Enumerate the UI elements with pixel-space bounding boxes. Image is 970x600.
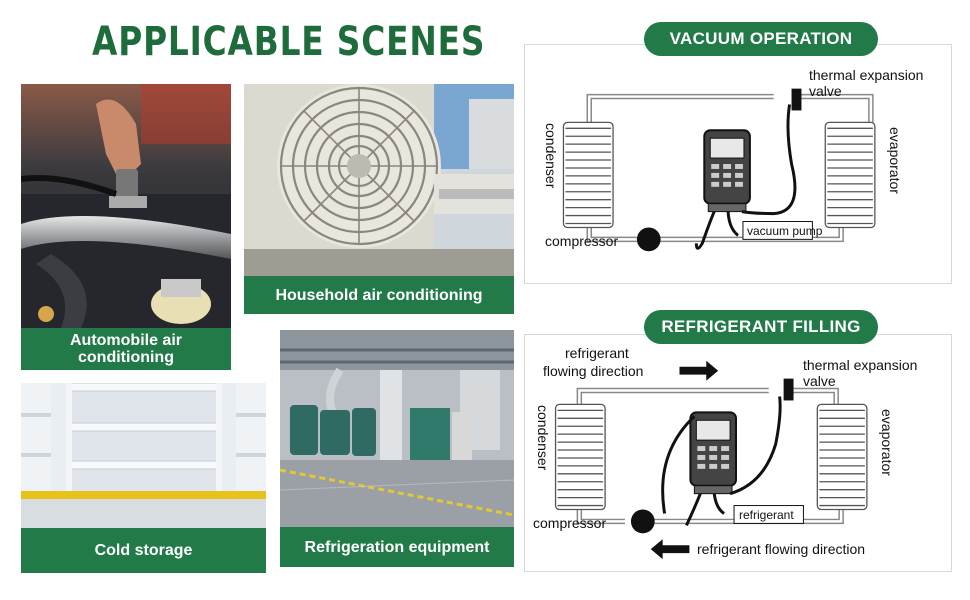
caption-automobile-line1: Automobile air [69,332,182,349]
vac-line-top-left [586,93,774,123]
caption-refrigeration: Refrigeration equipment [280,527,514,567]
vac-condenser-coil [562,121,614,229]
vac-line-bottom-right [659,227,844,243]
vac-line-bottom-left [586,227,637,243]
refrigerant-filling-title: REFRIGERANT FILLING [644,310,878,344]
vac-evaporator-coil [824,121,876,229]
fill-refrigerant-box [733,505,804,524]
fill-condenser-coil [554,403,606,511]
vac-gauge-device [703,129,751,213]
page-title: APPLICABLE SCENES [92,19,486,65]
caption-cold-storage: Cold storage [21,528,266,573]
vac-line-top-right [791,93,874,123]
caption-automobile-line2: conditioning [78,349,174,366]
vacuum-operation-panel: condenser evaporator thermal expansion v… [524,44,952,284]
fill-label-valve-1: thermal expansion [803,357,918,373]
fill-label-flow-2: flowing direction [543,363,644,379]
fill-hose-mid [712,493,725,515]
fill-label-refrigerant: refrigerant [739,508,794,522]
vac-hose-mid [726,211,739,237]
fill-label-evaporator: evaporator [879,409,895,476]
fill-label-compressor: compressor [533,515,607,531]
fill-gauge-device [689,411,738,495]
vac-expansion-valve [791,88,802,111]
fill-arrow-right-icon [679,360,719,381]
refrigerant-filling-panel: refrigerant flowing direction thermal ex… [524,334,952,572]
vac-compressor [636,227,661,252]
fill-label-condenser: condenser [535,405,551,471]
refrigeration-equipment-photo [280,330,514,527]
caption-household: Household air conditioning [244,276,514,314]
fill-label-flow-1: refrigerant [565,345,629,361]
vac-pump-box [742,221,813,240]
vacuum-operation-title: VACUUM OPERATION [644,22,878,56]
automobile-ac-photo [21,84,231,328]
fill-hose-right [729,396,782,496]
fill-hose-loop [661,415,696,514]
vac-hose-right [741,104,797,216]
caption-automobile: Automobile air conditioning [21,328,231,370]
vac-label-compressor: compressor [545,233,619,249]
household-ac-photo [244,84,514,276]
cold-storage-photo [21,383,266,528]
vac-label-valve-2: valve [809,83,842,99]
vac-label-condenser: condenser [543,123,559,189]
vac-label-valve-1: thermal expansion [809,67,924,83]
fill-compressor [630,509,655,534]
vac-label-pump: vacuum pump [747,224,823,238]
fill-arrow-left-icon [650,539,690,560]
vac-hose-left [694,211,716,250]
fill-hose-left [685,493,702,527]
fill-label-bottom-flow: refrigerant flowing direction [697,541,866,557]
fill-expansion-valve [783,378,794,401]
fill-evaporator-coil [816,403,868,511]
fill-label-valve-2: valve [803,373,836,389]
vac-label-evaporator: evaporator [887,127,903,194]
